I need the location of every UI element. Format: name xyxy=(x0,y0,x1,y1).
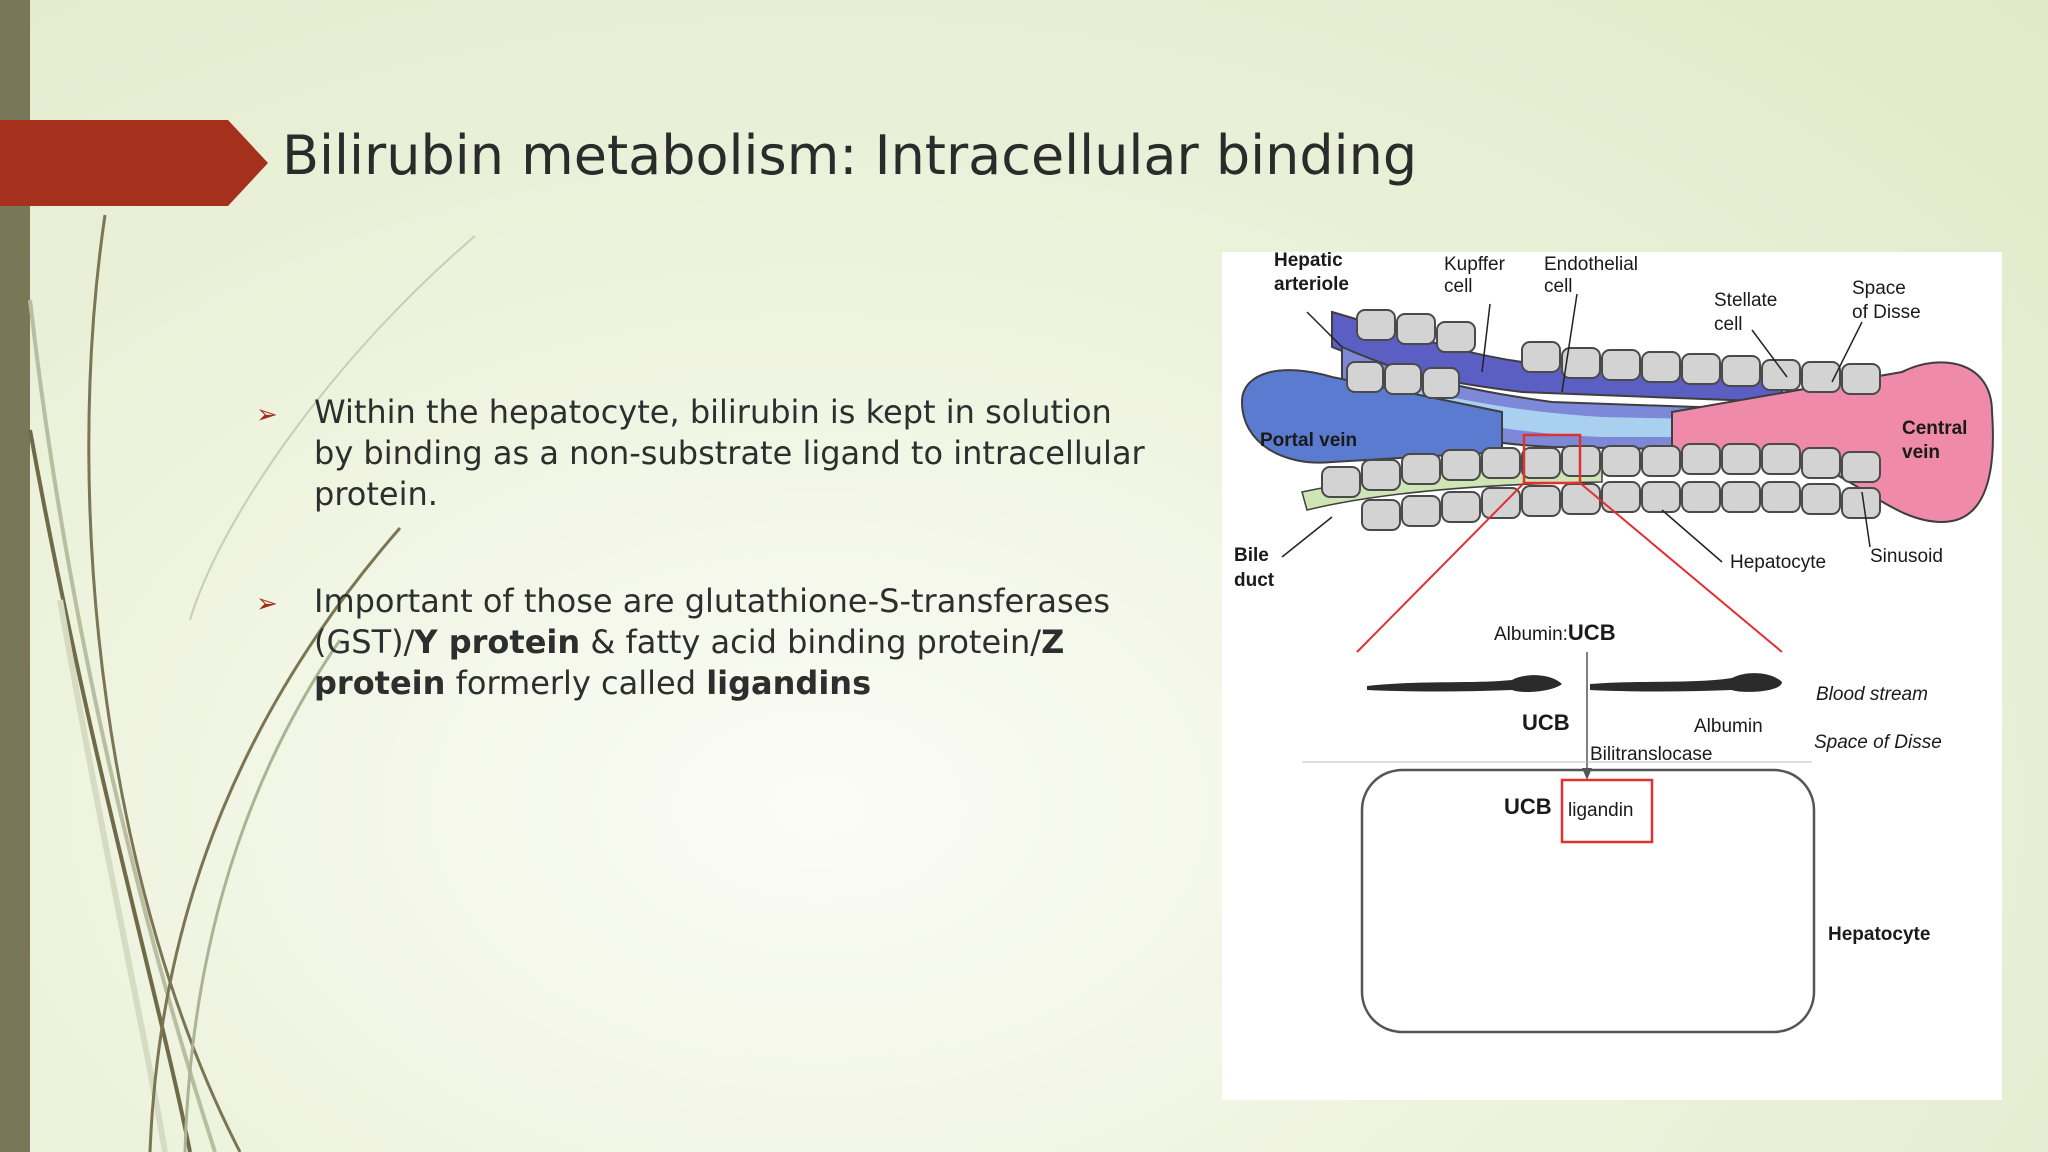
endothelial-cell-left xyxy=(1367,675,1562,692)
bullet-item: ➢ Important of those are glutathione-S-t… xyxy=(256,581,1156,704)
label-kupffer-cell: Kupffer xyxy=(1444,254,1506,275)
ligandin-box xyxy=(1560,778,1654,844)
label-sinusoid: Sinusoid xyxy=(1870,546,1943,567)
text-segment: & fatty acid binding protein/ xyxy=(580,623,1042,661)
label-albumin-ucb: Albumin:UCB xyxy=(1494,620,1616,645)
label-central-vein: vein xyxy=(1902,442,1940,463)
zoom-line-right xyxy=(1579,482,1783,653)
label-bile-duct: Bile xyxy=(1234,545,1269,566)
zoom-line-left xyxy=(1356,482,1525,653)
lower-hepatocyte-row xyxy=(1321,443,1881,531)
label-space-of-disse: of Disse xyxy=(1852,302,1921,323)
label-portal-vein: Portal vein xyxy=(1260,430,1357,451)
label-stellate-cell: Stellate xyxy=(1714,290,1777,311)
label-bilitranslocase: Bilitranslocase xyxy=(1590,744,1713,765)
label-endothelial-cell: Endothelial xyxy=(1544,254,1638,275)
label-ucb: UCB xyxy=(1568,620,1616,645)
hepatocyte-cell-outline xyxy=(1360,768,1816,1034)
label-endothelial-cell: cell xyxy=(1544,276,1573,297)
label-albumin: Albumin: xyxy=(1494,624,1568,645)
arrow-bullet-icon: ➢ xyxy=(256,589,278,619)
label-space-of-disse-lower: Space of Disse xyxy=(1814,732,1942,753)
label-hepatocyte-lower: Hepatocyte xyxy=(1828,924,1930,945)
label-blood-stream: Blood stream xyxy=(1816,684,1928,705)
label-ligandin: ligandin xyxy=(1568,800,1634,821)
label-space-of-disse: Space xyxy=(1852,278,1906,299)
slide-title: Bilirubin metabolism: Intracellular bind… xyxy=(282,124,1418,187)
bold-term: Y protein xyxy=(414,623,581,661)
decorative-curves xyxy=(28,214,476,1152)
magnification-box xyxy=(1522,433,1582,485)
label-pointer-lines xyxy=(1281,293,1871,563)
label-stellate-cell: cell xyxy=(1714,314,1743,335)
text-segment: Important of those are glutathione-S-tra… xyxy=(314,582,1111,661)
bullet-text: Important of those are glutathione-S-tra… xyxy=(314,581,1156,704)
figure-diagram: Hepatic arteriole Kupffer cell Endotheli… xyxy=(1234,252,1994,1034)
label-hepatic-arteriole: arteriole xyxy=(1274,274,1349,295)
bold-term: ligandins xyxy=(706,664,872,702)
text-segment: formerly called xyxy=(445,664,707,702)
portal-vein xyxy=(1240,369,1503,464)
liver-sinusoid-figure: Hepatic arteriole Kupffer cell Endotheli… xyxy=(1222,252,2002,1100)
bold-term: Z protein xyxy=(314,623,1065,702)
label-hepatic-arteriole: Hepatic xyxy=(1274,252,1343,271)
label-albumin: Albumin xyxy=(1694,716,1763,737)
arrow-bullet-icon: ➢ xyxy=(256,400,278,430)
label-ucb-inner: UCB xyxy=(1504,794,1552,819)
label-hepatocyte: Hepatocyte xyxy=(1730,552,1826,573)
label-kupffer-cell: cell xyxy=(1444,276,1473,297)
bullet-item: ➢ Within the hepatocyte, bilirubin is ke… xyxy=(256,392,1156,515)
label-ucb: UCB xyxy=(1522,710,1570,735)
upper-hepatocyte-row xyxy=(1346,309,1881,399)
title-accent-arrow xyxy=(0,120,268,206)
label-central-vein: Central xyxy=(1902,418,1967,439)
bullet-text: Within the hepatocyte, bilirubin is kept… xyxy=(314,393,1145,513)
endothelial-cell-right xyxy=(1590,673,1782,692)
label-bile-duct: duct xyxy=(1234,570,1275,591)
bullet-list: ➢ Within the hepatocyte, bilirubin is ke… xyxy=(256,392,1156,770)
